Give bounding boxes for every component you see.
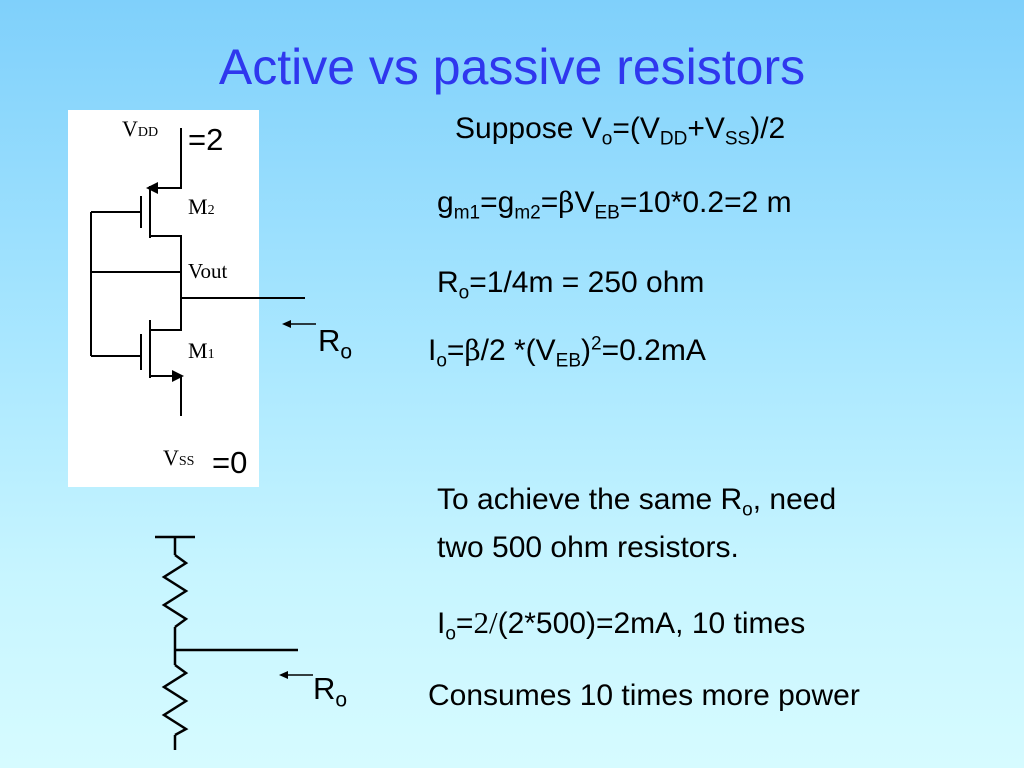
gm-equation: gm1=gm2=βVEB=10*0.2=2 m bbox=[437, 186, 792, 224]
vdd-label: VDD bbox=[122, 116, 159, 141]
m2-label: M2 bbox=[188, 194, 215, 219]
resistor-divider bbox=[155, 535, 313, 750]
ro-equation: Ro=1/4m = 250 ohm bbox=[437, 266, 705, 304]
slide-title: Active vs passive resistors bbox=[218, 39, 806, 95]
power-statement: Consumes 10 times more power bbox=[428, 679, 860, 712]
ro-label-active: Ro bbox=[318, 323, 353, 364]
ro-label-passive: Ro bbox=[313, 671, 348, 712]
m1-label: M1 bbox=[188, 338, 215, 363]
vss-label: VSS bbox=[163, 445, 195, 470]
io-equation: Io=β/2 *(VEB)2=0.2mA bbox=[428, 333, 706, 372]
passive-io-equation: Io=2/(2*500)=2mA, 10 times bbox=[437, 605, 806, 645]
vout-label: Vout bbox=[188, 259, 228, 283]
vdd-value: =2 bbox=[188, 122, 224, 157]
suppose-equation: Suppose Vo=(VDD+VSS)/2 bbox=[455, 112, 786, 150]
passive-line-2: two 500 ohm resistors. bbox=[437, 531, 739, 564]
vss-value: =0 bbox=[212, 445, 248, 480]
passive-line-1: To achieve the same Ro, need bbox=[437, 483, 837, 521]
